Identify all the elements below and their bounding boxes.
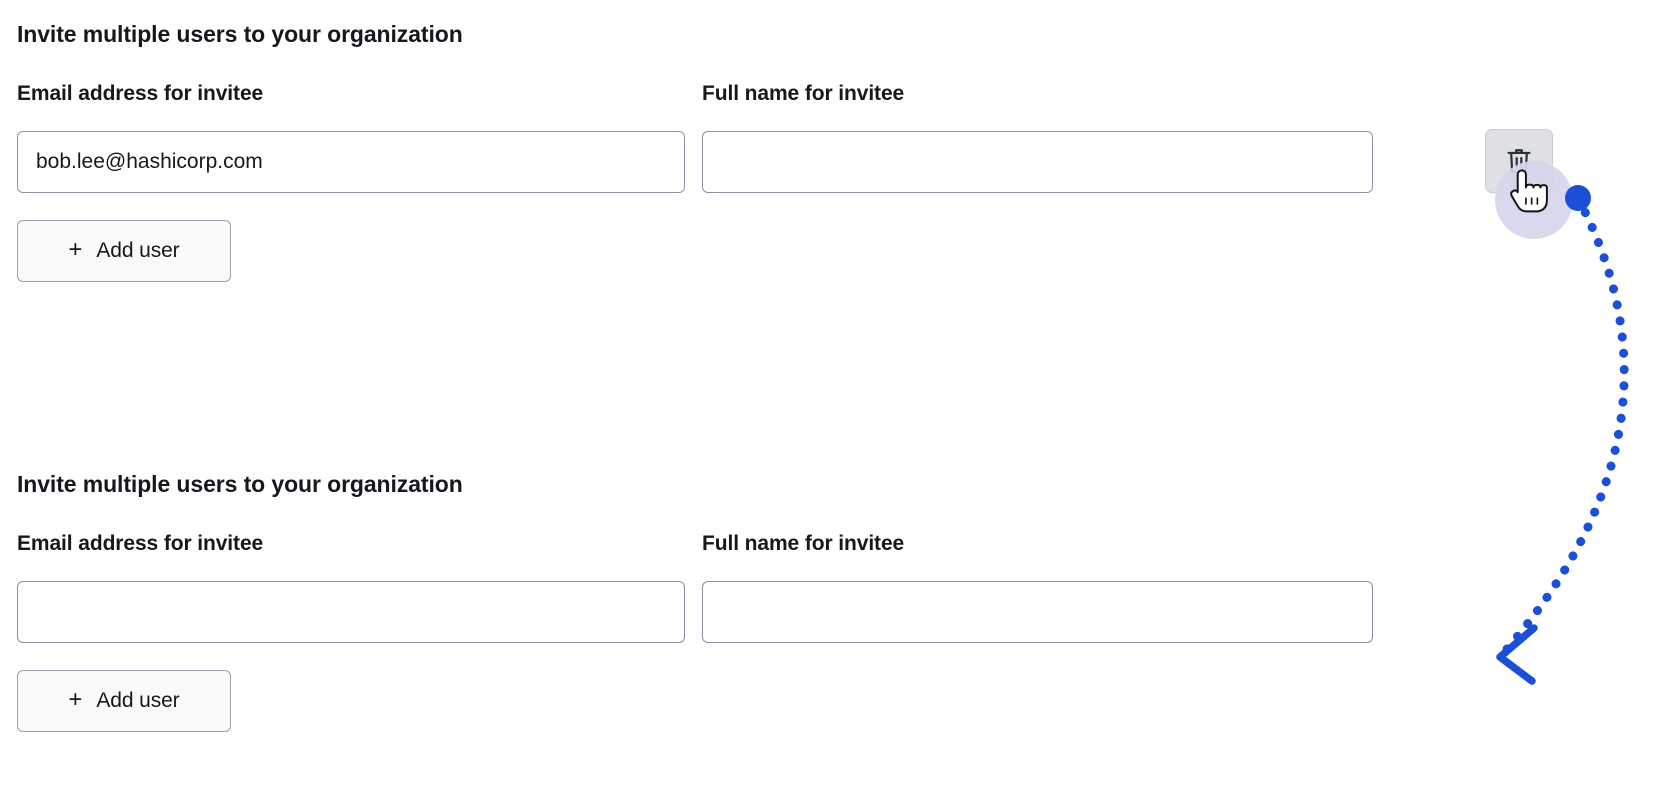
email-field-label-secondary: Email address for invitee bbox=[17, 532, 264, 555]
page-title-secondary: Invite multiple users to your organizati… bbox=[17, 471, 463, 497]
add-user-label: Add user bbox=[96, 239, 180, 262]
add-user-button-secondary[interactable]: + Add user bbox=[17, 670, 231, 732]
full-name-field-label-secondary: Full name for invitee bbox=[702, 532, 905, 555]
plus-icon: + bbox=[68, 236, 83, 263]
full-name-input-secondary[interactable] bbox=[702, 581, 1373, 643]
pointing-hand-cursor-icon bbox=[1510, 169, 1548, 213]
add-user-button[interactable]: + Add user bbox=[17, 220, 231, 282]
email-input[interactable] bbox=[17, 131, 685, 193]
annotation-arrowhead-icon bbox=[1496, 624, 1538, 685]
email-input-secondary[interactable] bbox=[17, 581, 685, 643]
full-name-field-label: Full name for invitee bbox=[702, 82, 905, 105]
page-title: Invite multiple users to your organizati… bbox=[17, 21, 463, 47]
email-field-label: Email address for invitee bbox=[17, 82, 264, 105]
plus-icon-secondary: + bbox=[68, 686, 83, 713]
full-name-input[interactable] bbox=[702, 131, 1373, 193]
add-user-label-secondary: Add user bbox=[96, 689, 180, 712]
